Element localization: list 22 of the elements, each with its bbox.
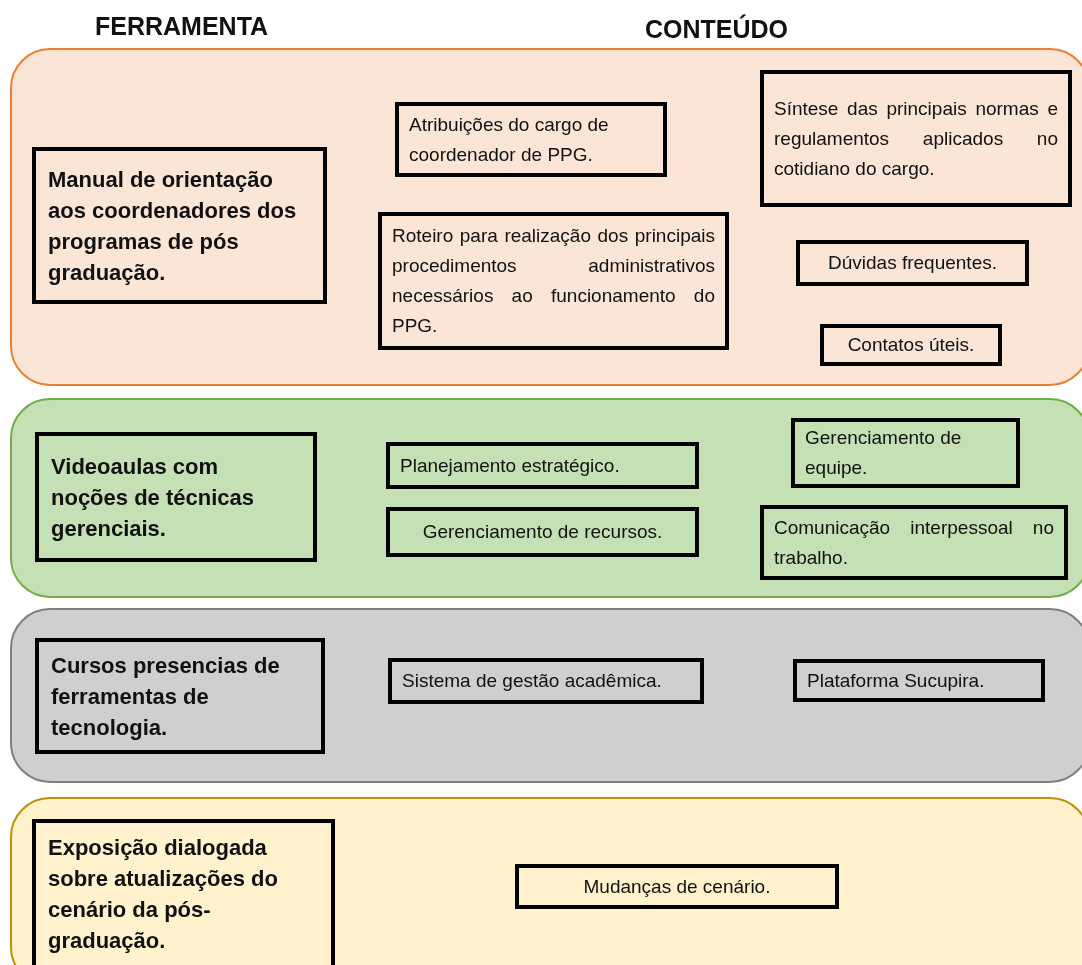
content-box: Gerenciamento de equipe. <box>791 418 1020 488</box>
section-band <box>10 797 1082 965</box>
content-box: Comunicação interpessoal no trabalho. <box>760 505 1068 580</box>
section-band <box>10 398 1082 598</box>
column-heading: FERRAMENTA <box>95 12 269 41</box>
tool-box: Manual de orientação aos coordenadores dos programas de pós graduação. <box>32 147 327 304</box>
section-band <box>10 48 1082 386</box>
tool-box: Cursos presencias de ferramentas de tecnologia. <box>35 638 325 754</box>
content-box: Planejamento estratégico. <box>386 442 699 489</box>
content-box: Plataforma Sucupira. <box>793 659 1045 702</box>
content-box: Gerenciamento de recursos. <box>386 507 699 557</box>
section-band <box>10 608 1082 783</box>
content-box: Mudanças de cenário. <box>515 864 839 909</box>
content-box: Contatos úteis. <box>820 324 1002 366</box>
content-box: Sistema de gestão acadêmica. <box>388 658 704 704</box>
column-heading: CONTEÚDO <box>645 15 789 44</box>
content-box: Roteiro para realização dos principais procedimentos administrativos necessários ao funcionamento do PPG. <box>378 212 729 350</box>
content-box: Atribuições do cargo de coordenador de PPG. <box>395 102 667 177</box>
tool-box: Exposição dialogada sobre atualizações do cenário da pós-graduação. <box>32 819 335 965</box>
tool-box: Videoaulas com noções de técnicas gerenciais. <box>35 432 317 562</box>
content-box: Síntese das principais normas e regulamentos aplicados no cotidiano do cargo. <box>760 70 1072 207</box>
content-box: Dúvidas frequentes. <box>796 240 1029 286</box>
